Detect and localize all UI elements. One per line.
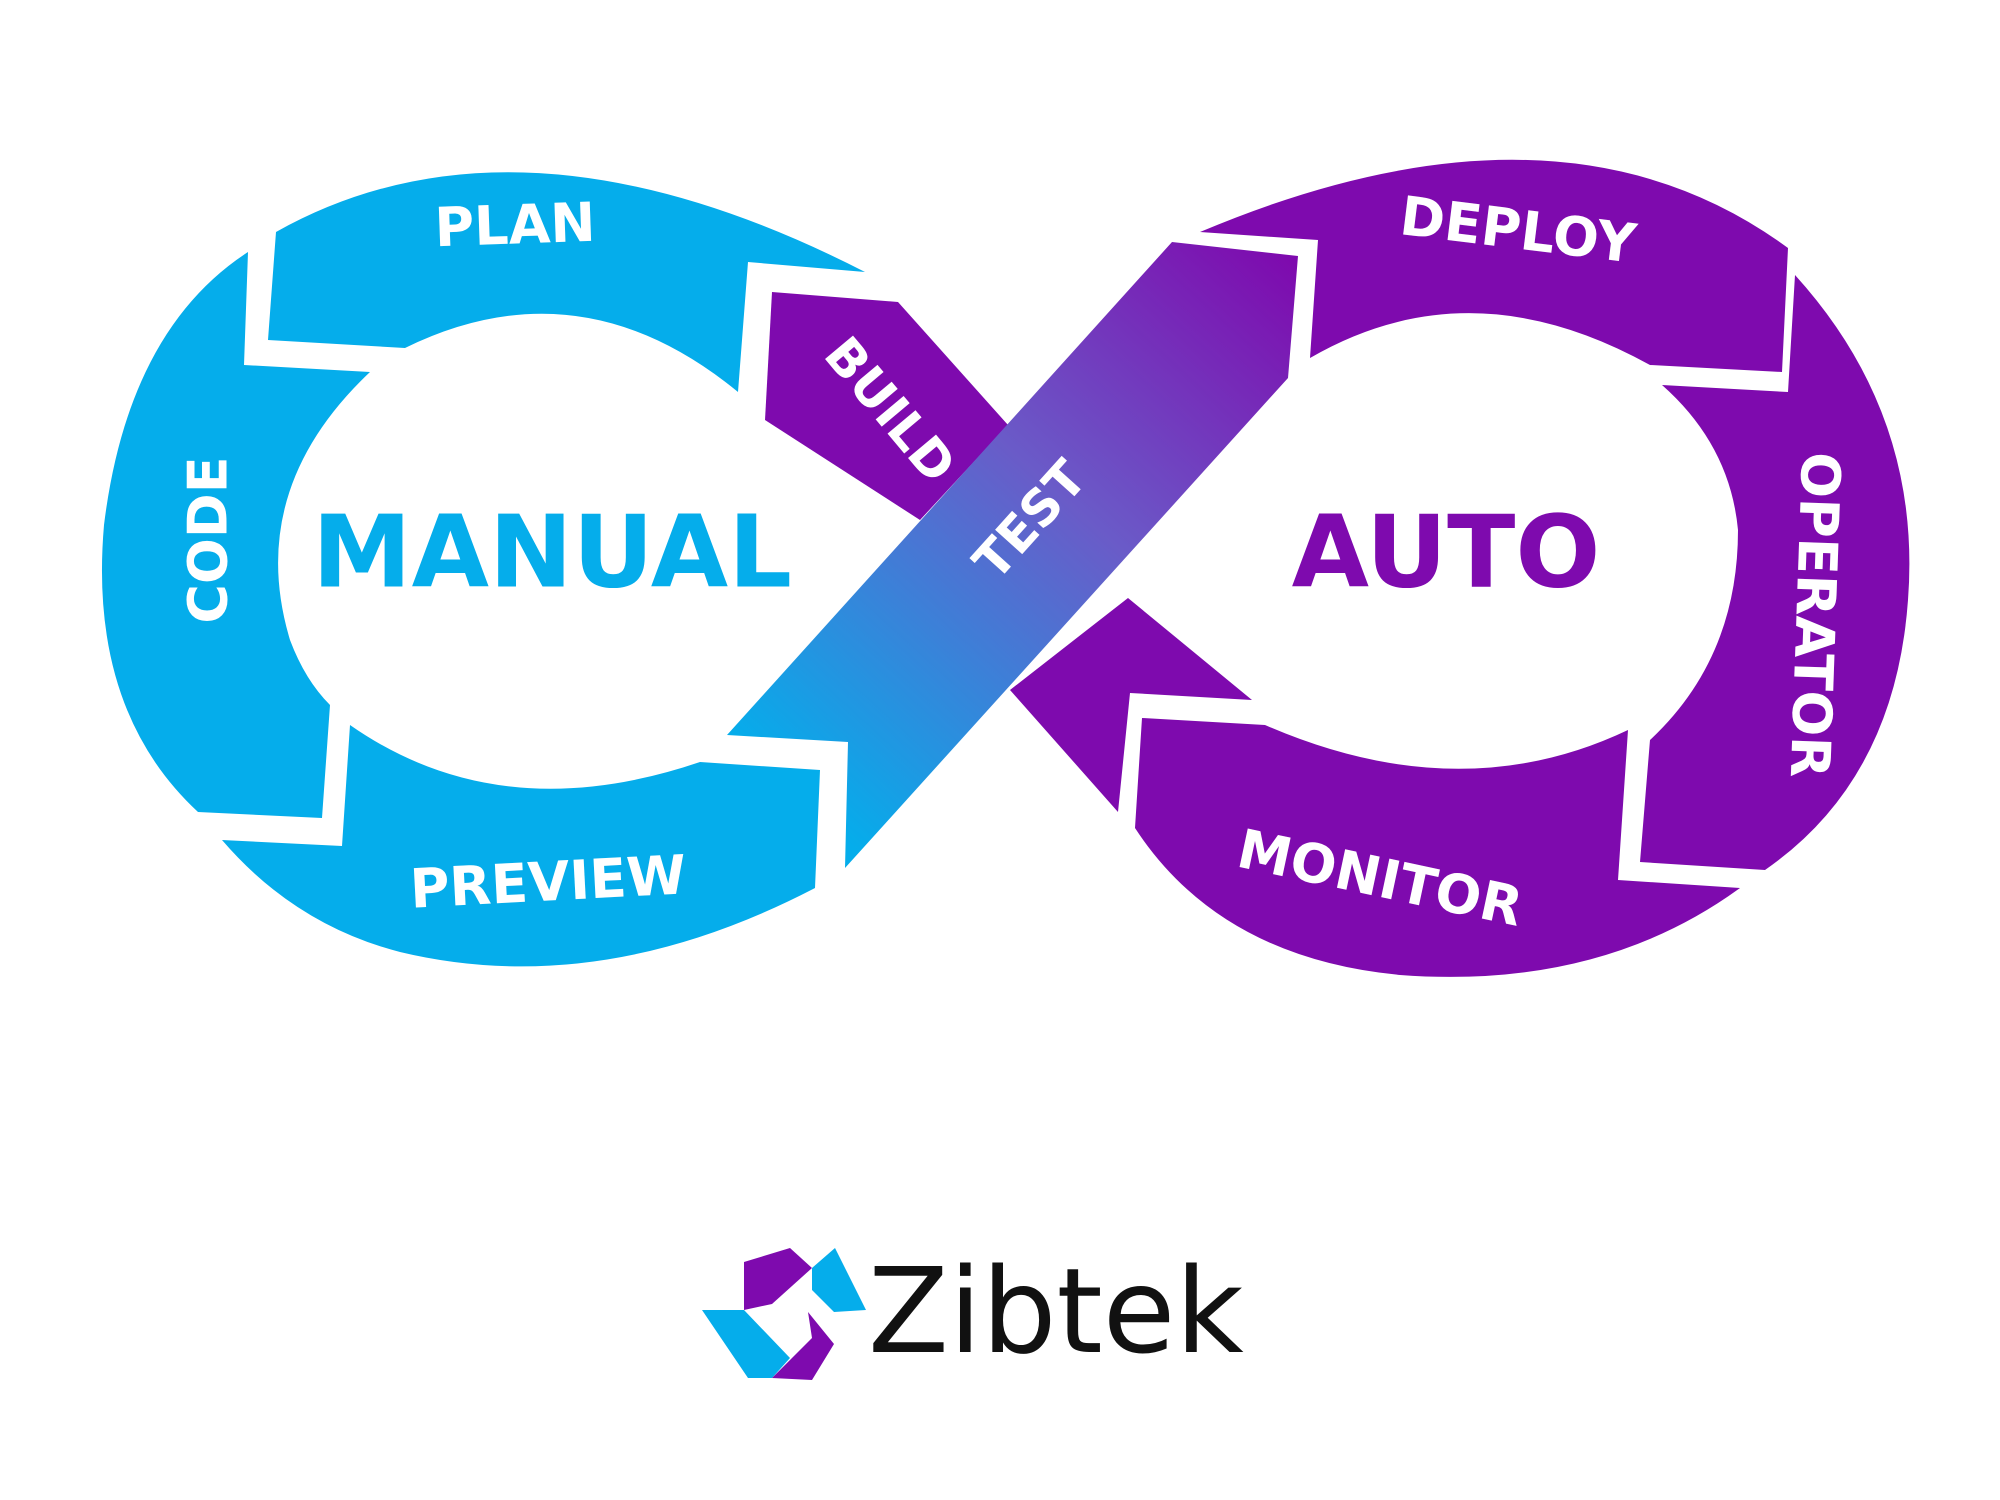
manual-center-label: MANUAL	[312, 494, 792, 611]
auto-crossing-lower	[1010, 598, 1252, 812]
auto-loop	[765, 159, 1910, 977]
test-segment	[727, 242, 1298, 868]
auto-center-label: AUTO	[1292, 494, 1601, 611]
operator-segment	[1640, 275, 1910, 870]
plan-label: PLAN	[433, 191, 596, 260]
brand-name: Zibtek	[868, 1242, 1244, 1380]
monitor-segment	[1135, 718, 1740, 977]
zibtek-logo-icon	[702, 1248, 866, 1380]
code-segment	[101, 252, 370, 818]
zibtek-logo: Zibtek	[702, 1242, 1244, 1380]
code-label: CODE	[177, 456, 240, 623]
manual-loop	[101, 172, 865, 967]
plan-segment	[268, 172, 865, 392]
operator-label: OPERATOR	[1778, 451, 1852, 779]
deploy-segment	[1200, 159, 1788, 372]
preview-label: PREVIEW	[408, 843, 687, 920]
build-segment	[765, 292, 1008, 520]
preview-segment	[222, 725, 820, 967]
